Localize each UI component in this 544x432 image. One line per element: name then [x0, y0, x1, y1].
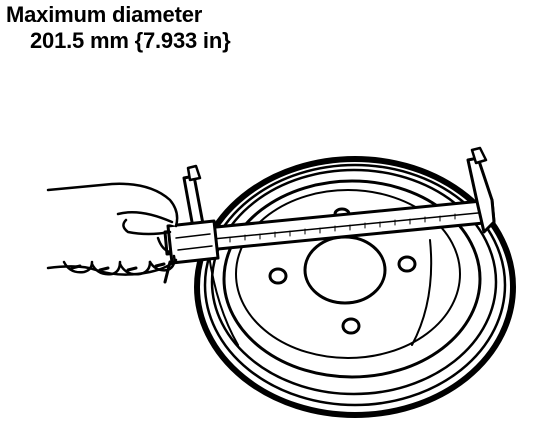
- hand-back: [46, 182, 179, 228]
- drum-rim-ring-1: [203, 163, 507, 407]
- caption-spec-value: 201.5 mm {7.933 in}: [30, 28, 231, 53]
- finger-4: [148, 254, 176, 272]
- brake-drum: [194, 156, 516, 418]
- spec-caption: Maximum diameter 201.5 mm {7.933 in}: [6, 2, 231, 54]
- lug-hole-bottom: [341, 317, 361, 335]
- drum-inner-wall: [222, 179, 482, 379]
- caliper-vernier-slider: [166, 219, 220, 265]
- caliper-sliding-jaw-tip: [186, 164, 202, 182]
- index-finger: [156, 236, 172, 254]
- drum-rim-ring-2: [210, 168, 498, 396]
- finger-1: [62, 260, 94, 274]
- vernier-caliper: [163, 146, 496, 284]
- hub-center-bore: [303, 235, 387, 305]
- lug-hole-left: [268, 267, 288, 285]
- lug-hole-right: [397, 255, 417, 273]
- caliper-scale-ticks: [229, 213, 456, 243]
- hand: [46, 182, 179, 276]
- thumb-tip: [122, 218, 172, 236]
- caliper-scale-line: [171, 211, 489, 244]
- thumb: [116, 211, 174, 224]
- drum-outer-edge: [194, 156, 516, 418]
- fingernails: [70, 262, 166, 272]
- caliper-fixed-jaw-tip: [470, 146, 488, 165]
- finger-3: [118, 260, 152, 276]
- drum-depth-line-right: [411, 239, 433, 346]
- finger-2: [90, 260, 122, 276]
- caption-title: Maximum diameter: [6, 2, 203, 27]
- drum-floor-ring: [235, 189, 461, 359]
